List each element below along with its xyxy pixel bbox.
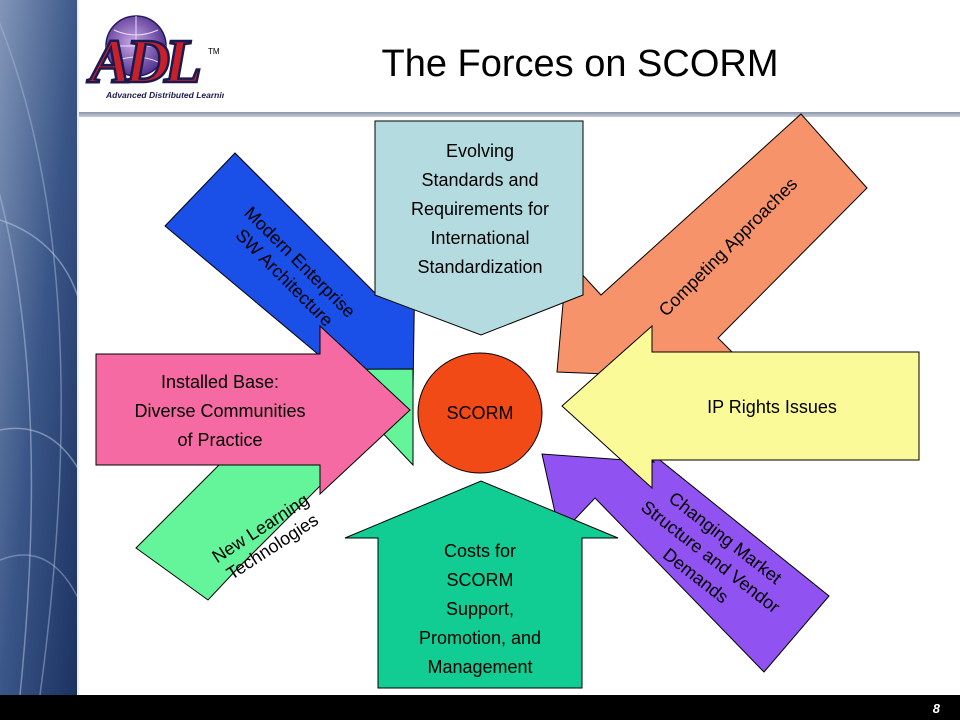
installed-label-line2: Diverse Communities — [134, 401, 305, 421]
costs-arrow-shape — [344, 480, 619, 689]
standards-label-line2: Standards and — [421, 170, 538, 190]
logo-caption: Advanced Distributed Learning — [105, 90, 224, 100]
slide-header — [79, 0, 960, 118]
force-arrow-standards: Evolving Standards and Requirements for … — [374, 120, 584, 336]
header-divider — [79, 112, 960, 117]
costs-label-line5: Management — [427, 657, 532, 677]
costs-label-line2: SCORM — [447, 570, 514, 590]
force-arrow-costs: Costs for SCORM Support, Promotion, and … — [344, 480, 619, 689]
adl-logo: ADL TM Advanced Distributed Learning — [85, 15, 224, 100]
installed-label-line1: Installed Base: — [161, 372, 279, 392]
standards-label-line4: International — [430, 228, 529, 248]
force-arrow-market: Changing Market Structure and Vendor Dem… — [541, 427, 830, 673]
competing-arrow-shape — [556, 113, 868, 381]
standards-label-line5: Standardization — [417, 257, 542, 277]
force-arrow-installed: Installed Base: Diverse Communities of P… — [95, 324, 411, 496]
standards-label-line3: Requirements for — [411, 199, 549, 219]
decorative-globe-band — [0, 0, 79, 695]
costs-label-line4: Promotion, and — [419, 628, 541, 648]
scorm-center-label: SCORM — [447, 403, 514, 423]
costs-label-line1: Costs for — [444, 541, 516, 561]
slide-footer-bar — [0, 695, 960, 720]
force-arrow-ip: IP Rights Issues — [561, 324, 920, 490]
scorm-center-node: SCORM — [417, 352, 543, 474]
force-arrow-competing: Competing Approaches — [556, 113, 868, 381]
page-number: 8 — [932, 701, 940, 716]
installed-label-line3: of Practice — [177, 430, 262, 450]
standards-arrow-shape — [374, 120, 584, 336]
ip-label: IP Rights Issues — [707, 397, 837, 417]
ip-arrow-shape — [561, 324, 920, 490]
logo-trademark: TM — [208, 47, 220, 56]
logo-letters: ADL — [86, 28, 200, 96]
slide-title: The Forces on SCORM — [381, 43, 779, 85]
costs-label-line3: Support, — [446, 599, 514, 619]
scorm-center-circle — [417, 352, 543, 474]
standards-label-line1: Evolving — [446, 141, 514, 161]
installed-arrow-shape — [95, 324, 411, 496]
